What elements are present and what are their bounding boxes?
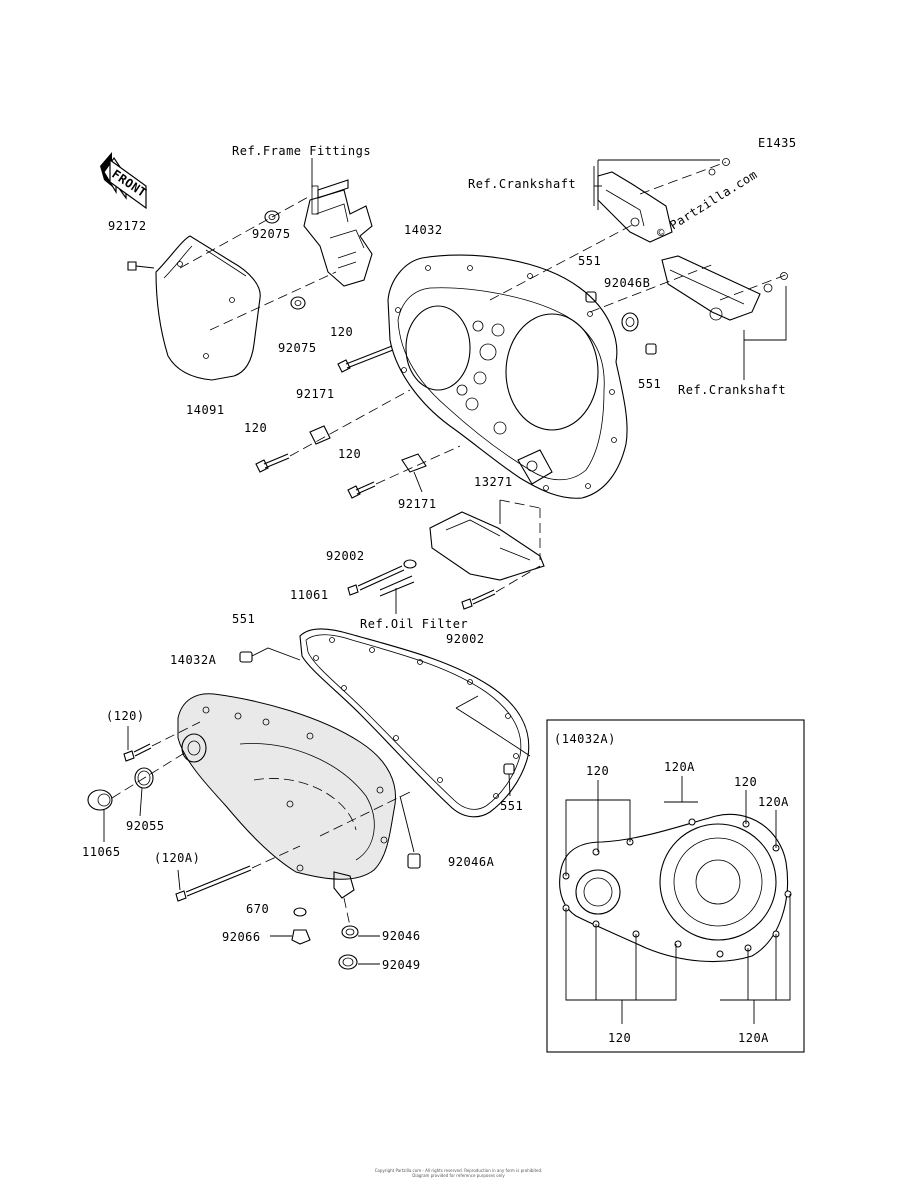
part-120a-long-bolt bbox=[175, 845, 301, 902]
label-92172: 92172 bbox=[108, 219, 147, 233]
crankshaft-ref-parts bbox=[489, 158, 789, 321]
label-ref-oil-filter: Ref.Oil Filter bbox=[360, 617, 468, 631]
label-551-d: 551 bbox=[500, 799, 523, 813]
part-92171-clamp-b bbox=[401, 453, 427, 493]
label-120-c: 120 bbox=[338, 447, 361, 461]
part-14032-inner-cover bbox=[387, 254, 628, 499]
label-92171-a: 92171 bbox=[296, 387, 335, 401]
part-120-bolt-a bbox=[337, 345, 394, 373]
label-14091: 14091 bbox=[186, 403, 225, 417]
diagram-code: E1435 bbox=[758, 136, 797, 150]
part-92055-oring bbox=[134, 767, 154, 817]
part-551-dowel-b bbox=[645, 343, 657, 355]
part-92046b-bushing bbox=[621, 312, 639, 332]
part-551-dowel-d bbox=[503, 763, 515, 797]
label-13271: 13271 bbox=[474, 475, 513, 489]
label-92046: 92046 bbox=[382, 929, 421, 943]
part-120-bolt-paren bbox=[123, 721, 201, 762]
inset-label-120a-r: 120A bbox=[758, 795, 789, 809]
part-11061-gasket bbox=[299, 628, 530, 818]
label-120a-paren: (120A) bbox=[154, 851, 200, 865]
label-11061: 11061 bbox=[290, 588, 329, 602]
label-551-b: 551 bbox=[638, 377, 661, 391]
part-13271-plate bbox=[429, 499, 545, 581]
part-670-washer bbox=[293, 907, 307, 917]
label-92002-b: 92002 bbox=[446, 632, 485, 646]
label-92046b: 92046B bbox=[604, 276, 650, 290]
label-14032a: 14032A bbox=[170, 653, 217, 667]
label-ref-crankshaft-top: Ref.Crankshaft bbox=[468, 177, 576, 191]
label-92066: 92066 bbox=[222, 930, 261, 944]
part-120-bolt-b bbox=[255, 389, 411, 473]
footer-line-2: Diagram provided for reference purposes … bbox=[412, 1173, 505, 1178]
inset-title: (14032A) bbox=[554, 732, 616, 746]
part-92049-seal bbox=[338, 954, 380, 970]
label-670: 670 bbox=[246, 902, 269, 916]
part-92075-washer-a bbox=[264, 210, 280, 224]
label-92075-a: 92075 bbox=[252, 227, 291, 241]
part-92171-clamp-a bbox=[309, 425, 331, 445]
part-11065-plug bbox=[87, 789, 113, 842]
label-ref-crankshaft-right: Ref.Crankshaft bbox=[678, 383, 786, 397]
label-14032: 14032 bbox=[404, 223, 443, 237]
inset-14032a bbox=[546, 719, 805, 1053]
label-120-b: 120 bbox=[244, 421, 267, 435]
part-92075-washer-b bbox=[290, 296, 306, 310]
inset-label-120a-b: 120A bbox=[738, 1031, 769, 1045]
label-92002-a: 92002 bbox=[326, 549, 365, 563]
inset-label-120-tr: 120 bbox=[734, 775, 757, 789]
label-92049: 92049 bbox=[382, 958, 421, 972]
watermark: © Partzilla.com bbox=[654, 167, 760, 240]
copyright-footer: Copyright Partzilla.com - All rights res… bbox=[0, 1168, 917, 1178]
part-92046-bushing bbox=[341, 897, 380, 939]
part-551-dowel-c bbox=[239, 647, 301, 663]
part-120-bolt-c bbox=[347, 445, 461, 499]
part-551-dowel-a bbox=[585, 291, 597, 303]
part-14091-cover bbox=[155, 235, 261, 381]
label-92171-b: 92171 bbox=[398, 497, 437, 511]
label-92046a: 92046A bbox=[448, 855, 495, 869]
part-92172-bolt bbox=[127, 261, 155, 271]
label-120-a: 120 bbox=[330, 325, 353, 339]
part-92002-bolt-a bbox=[347, 559, 417, 596]
label-11065: 11065 bbox=[82, 845, 121, 859]
inset-label-120-b: 120 bbox=[608, 1031, 631, 1045]
inset-label-120a-t: 120A bbox=[664, 760, 695, 774]
label-92055: 92055 bbox=[126, 819, 165, 833]
label-92075-b: 92075 bbox=[278, 341, 317, 355]
label-551-a: 551 bbox=[578, 254, 601, 268]
inset-label-120-tl: 120 bbox=[586, 764, 609, 778]
part-92046a-bushing bbox=[399, 795, 421, 869]
footer-line-1: Copyright Partzilla.com - All rights res… bbox=[374, 1168, 543, 1173]
label-ref-frame-fittings: Ref.Frame Fittings bbox=[232, 144, 371, 158]
front-arrow-icon: FRONT bbox=[100, 152, 149, 210]
part-92002-bolt-b bbox=[461, 565, 541, 610]
oil-filter-ref-pipe bbox=[379, 575, 415, 614]
label-120-paren: (120) bbox=[106, 709, 145, 723]
part-14032a-outer-cover bbox=[177, 693, 396, 899]
label-551-c: 551 bbox=[232, 612, 255, 626]
frame-fittings-bracket bbox=[303, 158, 373, 287]
part-92066-drain-bolt bbox=[270, 929, 311, 945]
